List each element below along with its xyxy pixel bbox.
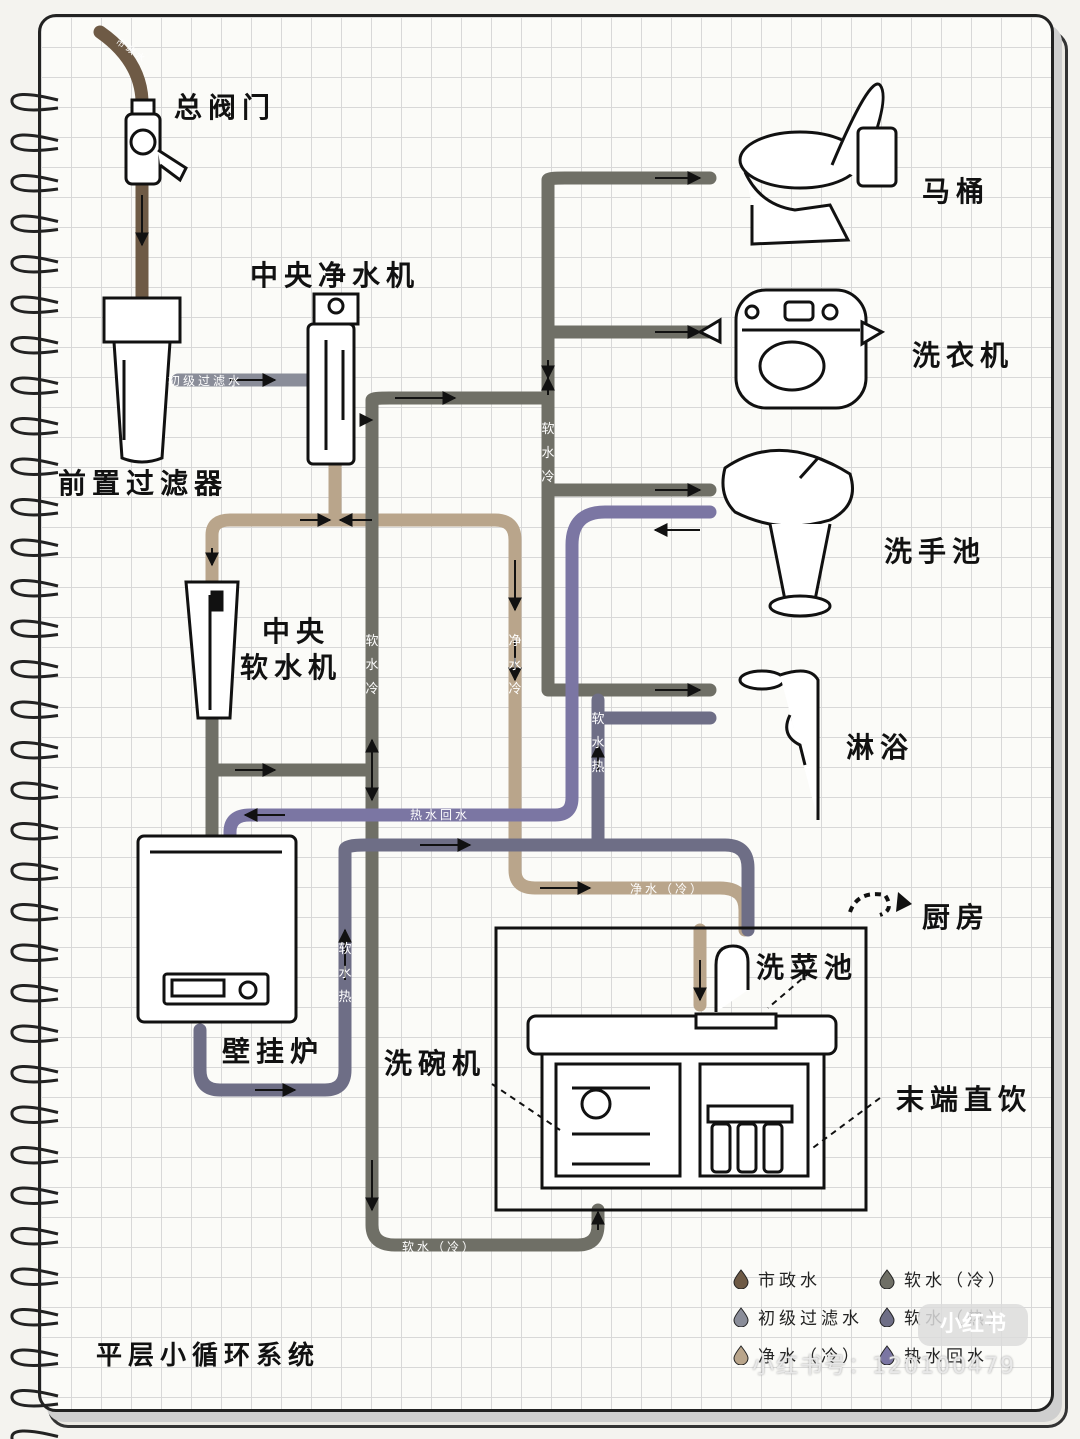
- hot-return-pipe: [223, 505, 717, 845]
- water-drop-icon: [733, 1268, 749, 1289]
- spiral-ring: [10, 1348, 59, 1367]
- spiral-ring: [10, 1308, 59, 1327]
- washer-icon: [696, 288, 886, 410]
- water-drop-icon: [733, 1306, 749, 1327]
- spiral-ring: [10, 741, 59, 760]
- watermark-id: 小红书号：120100479: [752, 1354, 1016, 1379]
- main-valve-icon: [124, 98, 188, 186]
- veg-sink-label: 洗菜池: [756, 951, 859, 984]
- soft-cold-main-pipe: [205, 171, 717, 1252]
- main-valve-label: 总阀门: [174, 91, 277, 124]
- spiral-ring: [10, 660, 59, 679]
- spiral-ring: [10, 1146, 59, 1165]
- vlabel-pure-cold: 净 水 冷: [508, 634, 522, 697]
- spiral-ring: [10, 1267, 59, 1286]
- spiral-ring: [10, 336, 59, 355]
- vlabel-soft-cold-b: 软 水 冷: [365, 634, 379, 697]
- spiral-binding: [10, 93, 59, 1439]
- spiral-ring: [10, 133, 59, 152]
- water-drop-icon: [879, 1268, 895, 1289]
- water-drop-icon: [879, 1344, 895, 1365]
- softener-label-line1: 中央: [262, 615, 331, 648]
- spiral-ring: [10, 1105, 59, 1124]
- spiral-ring: [10, 943, 59, 962]
- washer-label: 洗衣机: [912, 339, 1015, 372]
- primary-pipe-label: 初级过滤水: [168, 374, 244, 388]
- spiral-ring: [10, 538, 59, 557]
- spiral-ring: [10, 255, 59, 274]
- boiler-icon: [136, 834, 298, 1024]
- spiral-ring: [10, 984, 59, 1003]
- legend-item: 净水（冷）: [732, 1342, 863, 1367]
- legend-label: 净水（冷）: [758, 1347, 863, 1367]
- vlabel-soft-cold-a: 软 水 冷: [541, 422, 555, 485]
- spiral-ring: [10, 1024, 59, 1043]
- system-title: 平层小循环系统: [96, 1341, 321, 1371]
- vlabel-soft-hot-b: 软 水 热: [338, 942, 352, 1005]
- spiral-ring: [10, 1186, 59, 1205]
- softener-icon: [184, 580, 240, 720]
- dishwasher-label: 洗碗机: [384, 1047, 487, 1080]
- toilet-label: 马桶: [922, 175, 991, 208]
- spiral-ring: [10, 457, 59, 476]
- legend-label: 热水回水: [904, 1347, 988, 1367]
- purifier-label: 中央净水机: [250, 259, 421, 292]
- shower-label: 淋浴: [846, 731, 915, 764]
- vlabel-soft-hot-a: 软 水 热: [591, 712, 605, 775]
- spiral-ring: [10, 376, 59, 395]
- water-drop-icon: [879, 1306, 895, 1327]
- basin-icon: [721, 449, 854, 618]
- terminal-label: 末端直饮: [896, 1083, 1033, 1116]
- spiral-ring: [10, 417, 59, 436]
- spiral-ring: [10, 1065, 59, 1084]
- pure-cold-pipe-label: 净水（冷）: [630, 882, 706, 896]
- legend-item: 软水（冷）: [878, 1266, 1009, 1291]
- boiler-label: 壁挂炉: [222, 1035, 325, 1068]
- spiral-ring: [10, 781, 59, 800]
- watermark-badge: 小红书: [918, 1304, 1028, 1346]
- spiral-ring: [10, 1227, 59, 1246]
- spiral-ring: [10, 619, 59, 638]
- spiral-ring: [10, 1389, 59, 1408]
- legend-label: 初级过滤水: [758, 1309, 863, 1329]
- legend-item: 初级过滤水: [732, 1304, 863, 1329]
- legend-label: 软水（冷）: [904, 1271, 1009, 1291]
- spiral-ring: [10, 862, 59, 881]
- spiral-ring: [10, 903, 59, 922]
- hot-return-pipe-label: 热水回水: [410, 808, 471, 822]
- purifier-icon: [306, 292, 360, 466]
- kitchen-cabinet-icon: [494, 926, 868, 1212]
- kitchen-label: 厨房: [922, 901, 991, 934]
- spiral-ring: [10, 498, 59, 517]
- soft-cold-bottom-label: 软水（冷）: [402, 1240, 478, 1254]
- legend-item: 热水回水: [878, 1342, 988, 1367]
- spiral-ring: [10, 700, 59, 719]
- legend-label: 市政水: [758, 1271, 821, 1291]
- pre-filter-icon: [102, 296, 182, 464]
- spiral-ring: [10, 214, 59, 233]
- pre-filter-label: 前置过滤器: [58, 467, 229, 500]
- spiral-ring: [10, 174, 59, 193]
- spiral-ring: [10, 93, 59, 112]
- toilet-icon: [738, 82, 898, 246]
- basin-label: 洗手池: [884, 535, 987, 568]
- soft-hot-pipe: [193, 693, 755, 1097]
- softener-label-line2: 软水机: [240, 651, 343, 684]
- spiral-ring: [10, 822, 59, 841]
- water-drop-icon: [733, 1344, 749, 1365]
- legend-item: 市政水: [732, 1266, 821, 1291]
- spiral-ring: [10, 579, 59, 598]
- spiral-ring: [10, 295, 59, 314]
- shower-icon: [738, 669, 820, 820]
